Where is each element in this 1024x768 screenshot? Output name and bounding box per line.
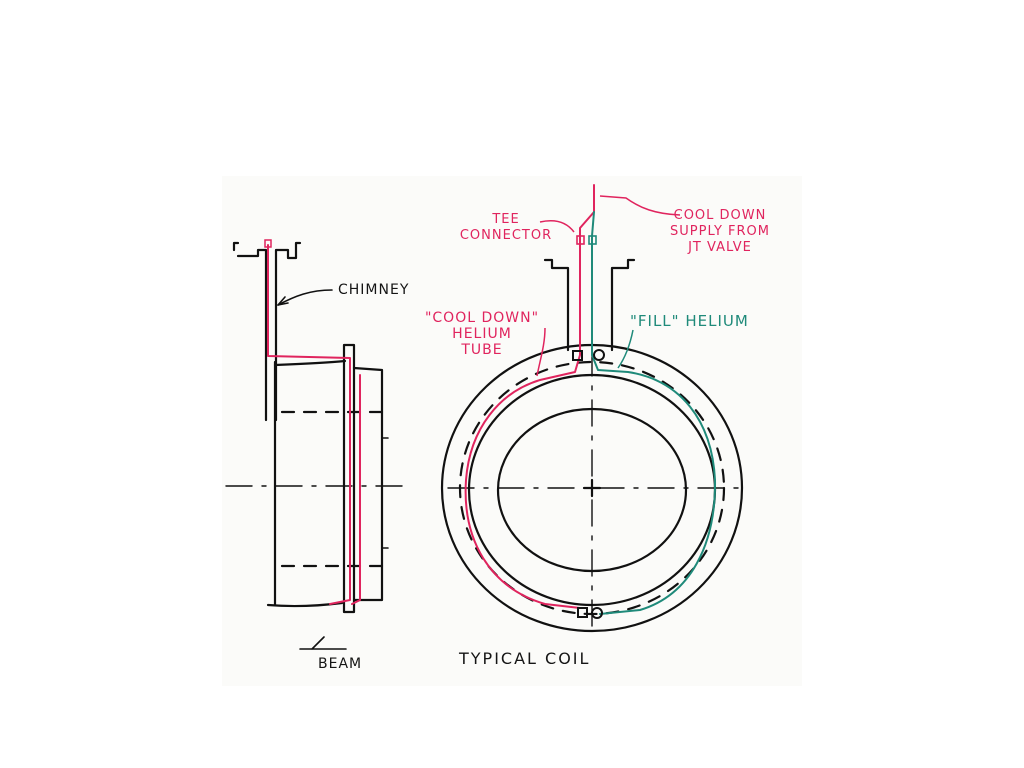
- chimney-left-wall: [232, 241, 268, 422]
- side-tee-marker: [264, 239, 272, 248]
- side-cooldown-tube: [267, 244, 351, 605]
- typical-coil-label: TYPICAL COIL: [459, 649, 591, 668]
- center-cross: [582, 478, 602, 498]
- cool-down-supply-line2: SUPPLY FROM: [670, 224, 770, 239]
- right-ticks: [381, 437, 389, 549]
- chimney-right-wall: [274, 241, 302, 422]
- tee-connector-line2: CONNECTOR: [459, 228, 553, 243]
- chimney-label: CHIMNEY: [338, 282, 410, 298]
- chimney-leader: [277, 289, 333, 306]
- cool-down-tube-line3: TUBE: [461, 342, 503, 358]
- coil-top-edge: [273, 359, 347, 367]
- side-cooldown-return: [351, 374, 361, 605]
- flange-plate: [342, 343, 356, 614]
- side-view: [225, 239, 403, 650]
- cool-down-supply-label: COOL DOWN SUPPLY FROM JT VALVE: [650, 208, 790, 256]
- top-fitting-right: [593, 349, 605, 361]
- supply-leader: [599, 195, 681, 216]
- cool-down-tube-label: "COOL DOWN" HELIUM TUBE: [408, 310, 556, 358]
- fill-helium-label: "FILL" HELIUM: [630, 312, 749, 330]
- tee-connector-label: TEE CONNECTOR: [456, 212, 556, 244]
- front-chimney-left: [543, 258, 570, 352]
- front-chimney-right: [610, 258, 636, 352]
- front-view: [440, 184, 744, 633]
- tee-connector-marker: [576, 235, 585, 245]
- fill-helium-tube: [591, 211, 717, 615]
- cool-down-supply-line1: COOL DOWN: [673, 208, 767, 223]
- chimney-leader-arrow: [277, 296, 289, 306]
- cool-down-tube-line2: HELIUM: [452, 326, 512, 342]
- bottom-fitting-right: [591, 607, 603, 619]
- tee-leader: [539, 220, 575, 233]
- bottom-fitting-left: [577, 607, 588, 618]
- top-fitting-left: [572, 350, 583, 361]
- tee-connector-line1: TEE: [492, 212, 520, 227]
- fill-connector-marker: [588, 235, 597, 245]
- fill-leader: [617, 329, 634, 369]
- beam-arrow: [299, 636, 347, 650]
- cooldown-leader: [536, 327, 546, 377]
- cool-down-tube-line1: "COOL DOWN": [424, 310, 540, 326]
- cool-down-supply-line3: JT VALVE: [688, 240, 752, 255]
- coil-right-section: [352, 366, 384, 602]
- cooldown-helium-tube: [464, 184, 595, 609]
- beam-label: BEAM: [318, 656, 363, 672]
